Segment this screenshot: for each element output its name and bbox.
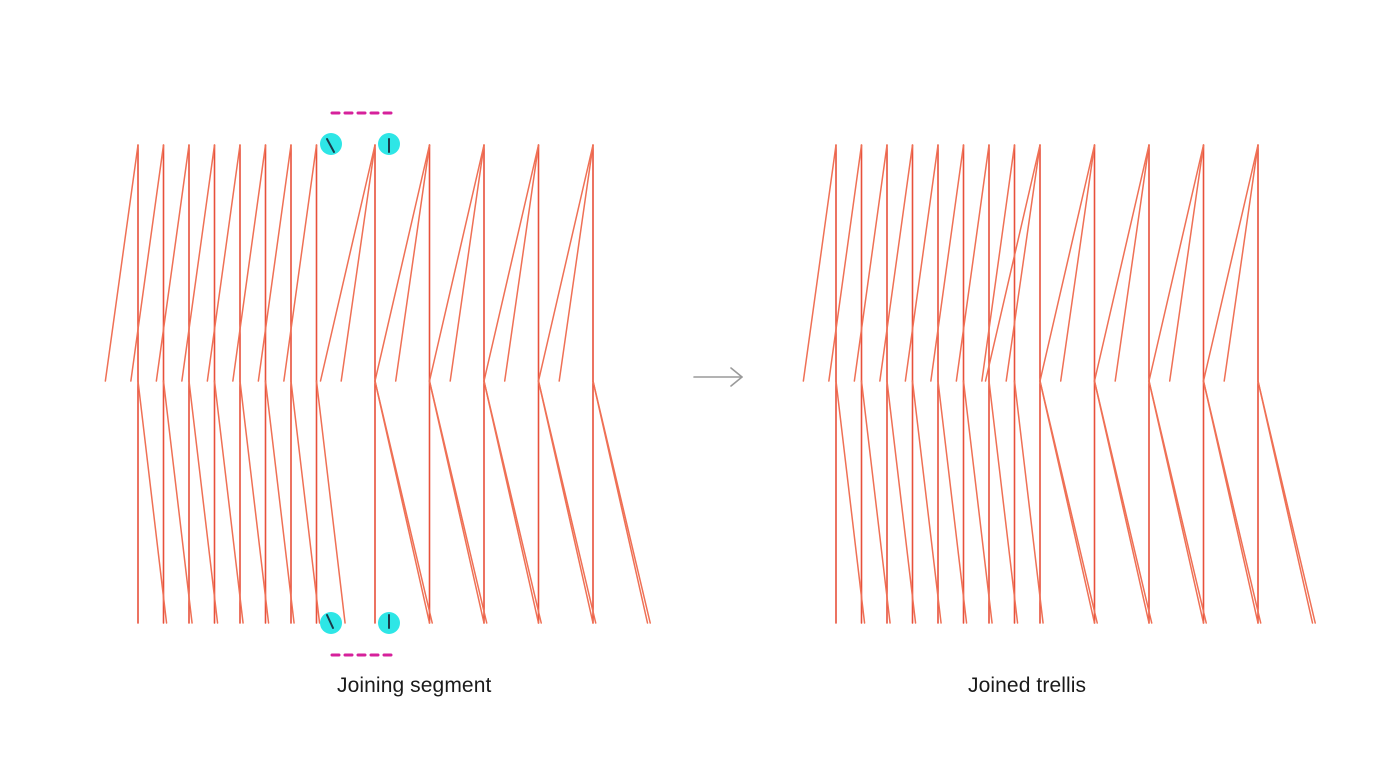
trellis-long-diagonal-upper-10: [428, 144, 485, 382]
trellis-diagonal-lower-6: [290, 380, 321, 624]
trellis-diagonal-upper-7: [981, 144, 1016, 382]
trellis-long-diagonal-upper-8: [984, 144, 1041, 382]
endpoint-dot-top-left-endpoint[interactable]: [320, 133, 342, 155]
trellis-long-diagonal-lower-11: [537, 380, 594, 624]
trellis-diagonal-lower-4: [937, 380, 968, 624]
trellis-long-diagonal-upper-10: [1093, 144, 1150, 382]
trellis-diagonal-lower-7: [315, 380, 346, 624]
trellis-diagonal-upper-2: [155, 144, 190, 382]
trellis-diagonal-lower-4: [239, 380, 270, 624]
trellis-diagonal-upper-5: [232, 144, 267, 382]
trellis-diagonal-upper-11: [1168, 144, 1205, 382]
trellis-long-diagonal-lower-12: [592, 380, 649, 624]
trellis-diagonal-upper-5: [930, 144, 965, 382]
trellis-diagonal-upper-4: [206, 144, 241, 382]
trellis-long-diagonal-upper-11: [483, 144, 540, 382]
trellis-diagonal-lower-3: [213, 380, 244, 624]
trellis-diagonal-upper-6: [955, 144, 990, 382]
trellis-diagonal-upper-12: [558, 144, 594, 382]
trellis-long-diagonal-upper-11: [1148, 144, 1205, 382]
trellis-diagonal-lower-0: [835, 380, 866, 624]
trellis-diagonal-upper-12: [1223, 144, 1259, 382]
trellis-diagonal-upper-9: [394, 144, 431, 382]
trellis-diagonal-upper-1: [828, 144, 863, 382]
trellis-diagonal-lower-3: [911, 380, 942, 624]
arrow-head-icon: [730, 367, 743, 387]
trellis-long-diagonal-upper-8: [319, 144, 376, 382]
stem-bottom-left: [326, 614, 334, 629]
joining-markers: [320, 111, 400, 657]
trellis-diagonal-upper-4: [904, 144, 939, 382]
trellis-diagonal-lower-2: [886, 380, 917, 624]
trellis-diagonal-upper-7: [283, 144, 318, 382]
trellis-diagonal-lower-5: [264, 380, 295, 624]
trellis-diagonal-upper-8: [1005, 144, 1041, 382]
trellis-long-diagonal-upper-9: [1039, 144, 1096, 382]
trellis-long-diagonal-lower-10: [1148, 380, 1205, 624]
trellis-diagonal-lower-2: [188, 380, 219, 624]
trellis-long-diagonal-lower-9: [1093, 380, 1150, 624]
trellis-diagonal-lower-7: [1013, 380, 1044, 624]
trellis-long-diagonal-upper-12: [537, 144, 594, 382]
trellis-long-diagonal-lower-8: [374, 380, 431, 624]
stem-top-left: [326, 138, 335, 153]
trellis-diagonal-upper-9: [1059, 144, 1096, 382]
trellis-long-diagonal-lower-12: [1257, 380, 1314, 624]
trellis-diagonal-lower-1: [162, 380, 193, 624]
trellis-diagonal-upper-0: [802, 144, 837, 382]
trellis-diagonal-lower-1: [860, 380, 891, 624]
caption-joined-trellis: Joined trellis: [968, 674, 1087, 697]
trellis-diagonal-lower-0: [137, 380, 168, 624]
trellis-diagonal-upper-11: [503, 144, 540, 382]
trellis-panel-right-panel: [802, 144, 1316, 624]
trellis-long-diagonal-lower-9: [428, 380, 485, 624]
transition-arrow: [693, 367, 743, 387]
trellis-diagonal-upper-10: [449, 144, 485, 382]
trellis-diagonal-lower-5: [962, 380, 993, 624]
trellis-long-diagonal-lower-8: [1039, 380, 1096, 624]
trellis-long-diagonal-upper-12: [1202, 144, 1259, 382]
trellis-diagonal-upper-3: [879, 144, 914, 382]
trellis-diagonal-upper-0: [104, 144, 139, 382]
trellis-diagonal-upper-10: [1114, 144, 1150, 382]
caption-joining-segment: Joining segment: [337, 674, 492, 697]
trellis-long-diagonal-lower-11: [1202, 380, 1259, 624]
trellis-long-diagonal-upper-9: [374, 144, 431, 382]
trellis-diagonal-lower-6: [988, 380, 1019, 624]
trellis-diagonal-upper-6: [257, 144, 292, 382]
trellis-panel-left-panel: [104, 144, 651, 624]
trellis-diagonal-upper-8: [340, 144, 376, 382]
trellis-diagonal-upper-1: [130, 144, 165, 382]
trellis-diagonal-upper-2: [853, 144, 888, 382]
trellis-long-diagonal-lower-10: [483, 380, 540, 624]
trellis-diagonal-upper-3: [181, 144, 216, 382]
